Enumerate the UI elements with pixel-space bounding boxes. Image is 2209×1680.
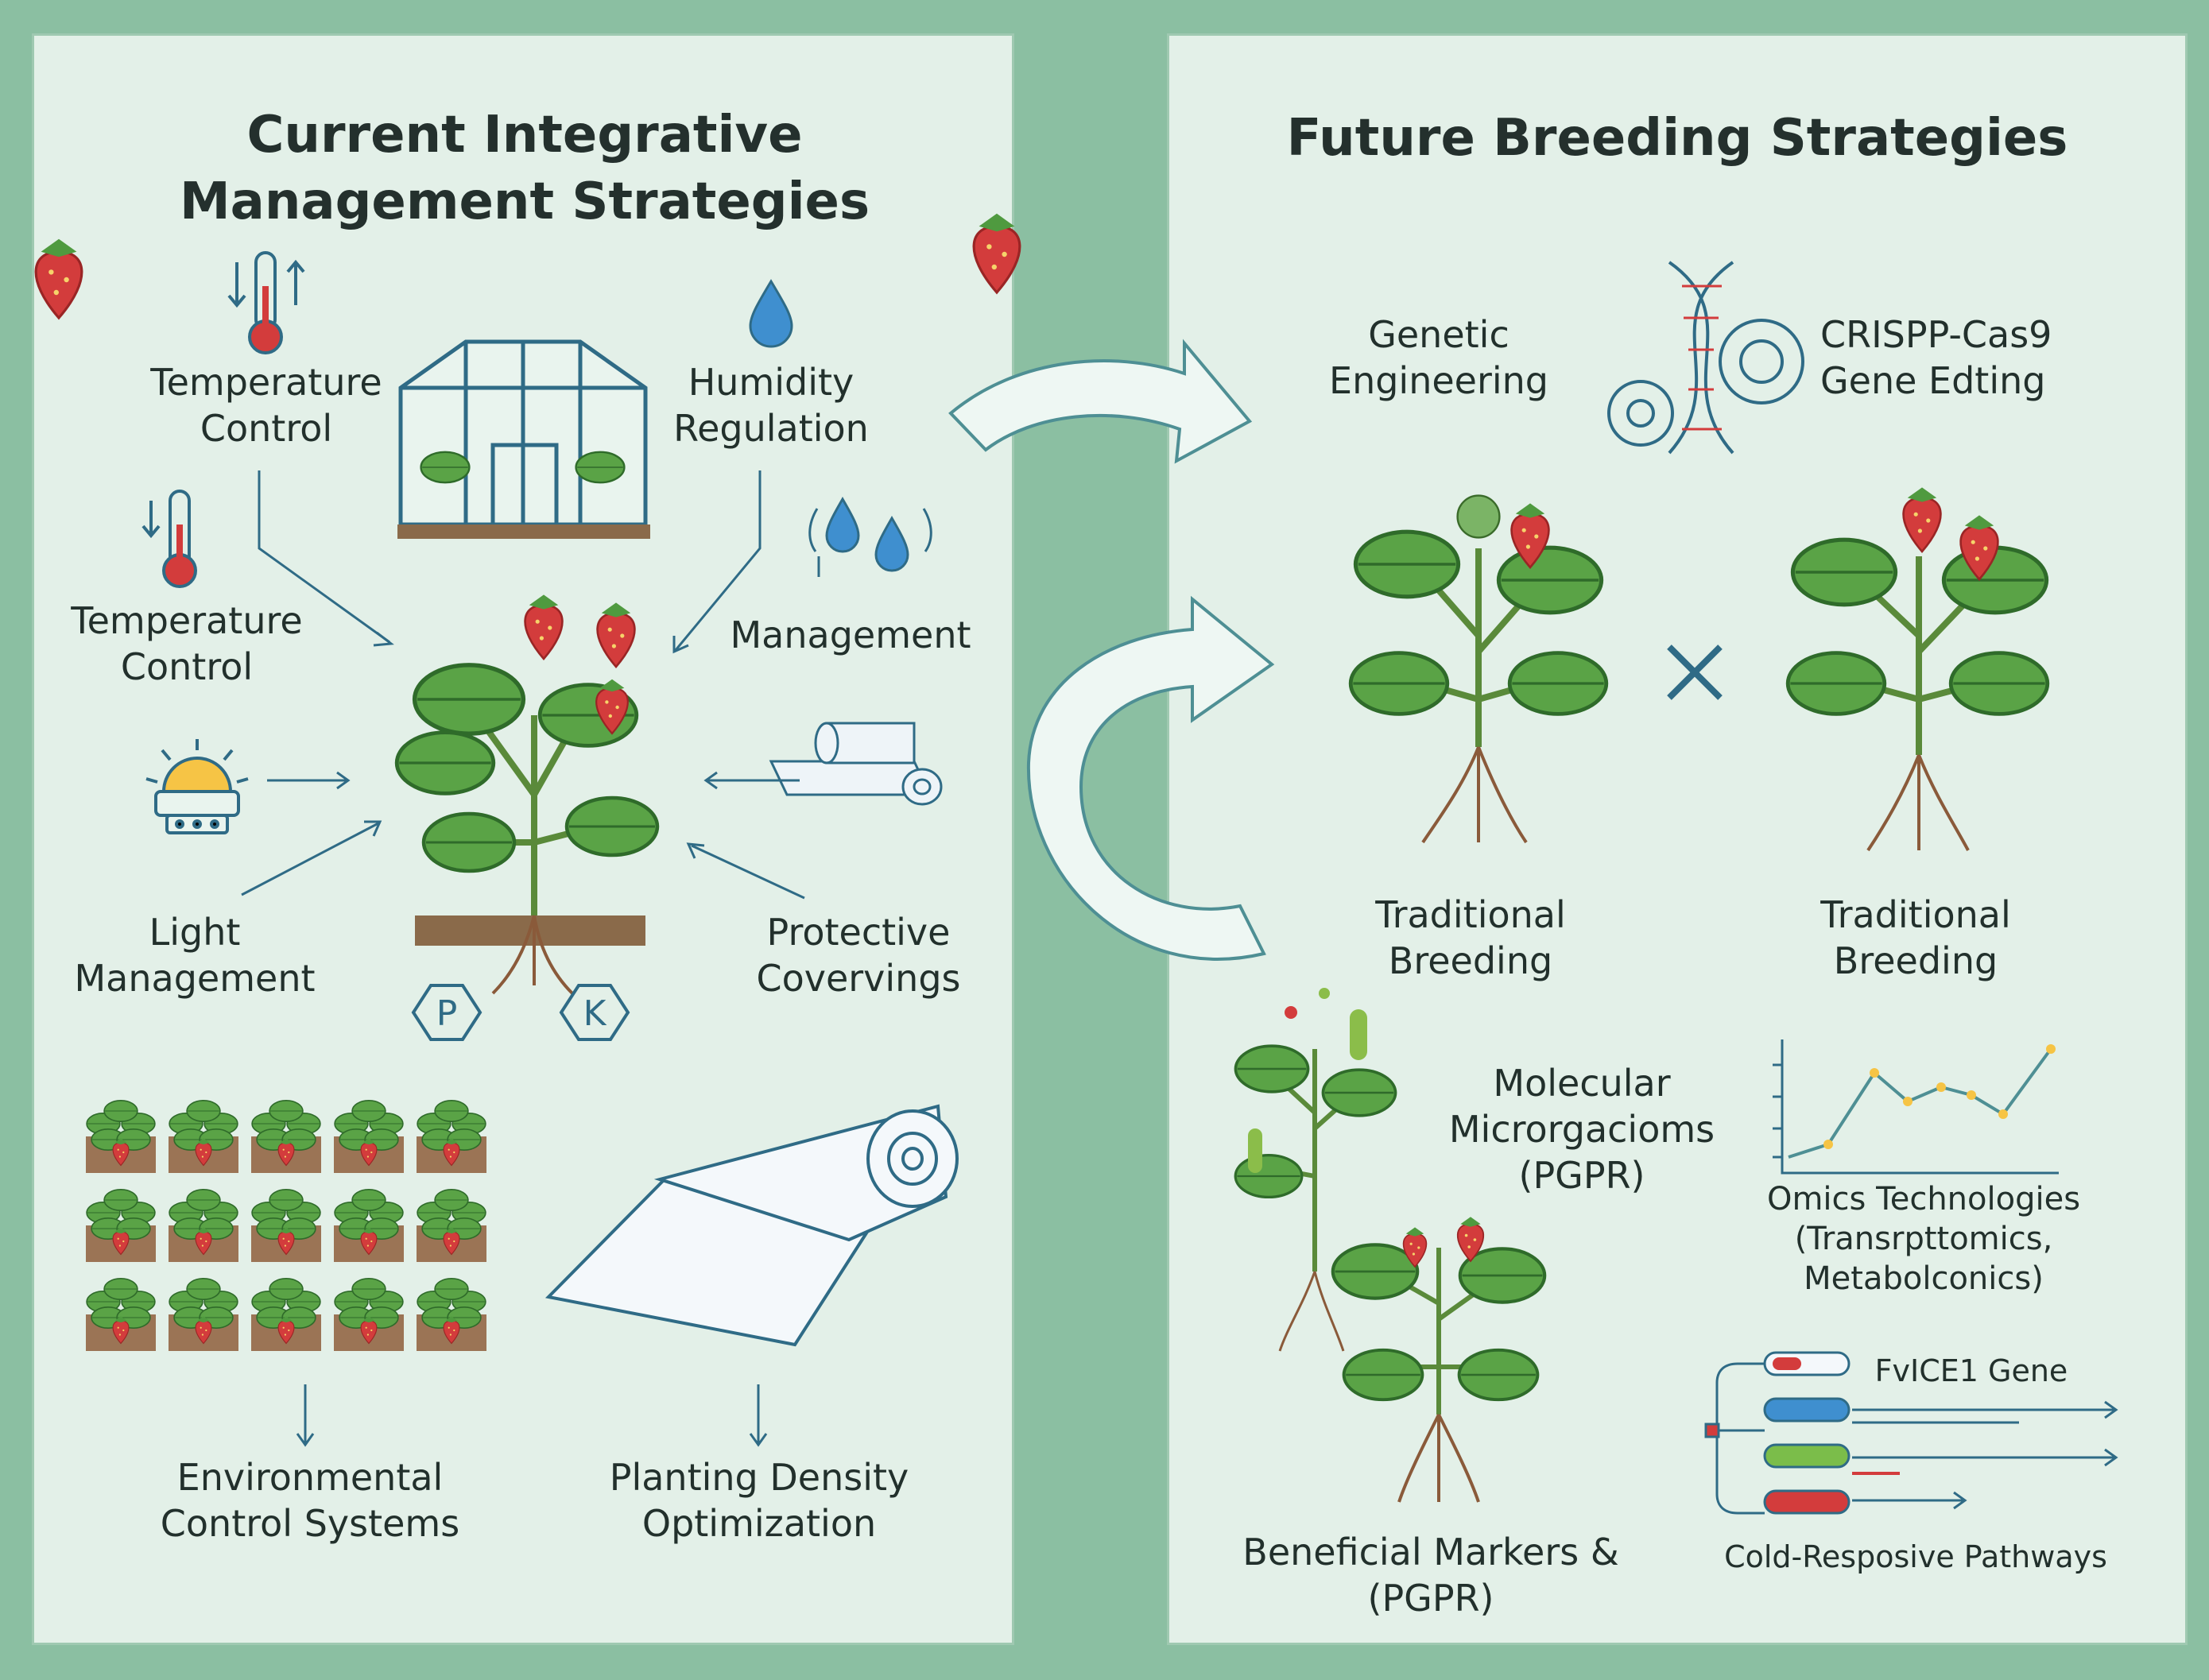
film-roll-icon	[544, 1104, 959, 1347]
cycle-arrow-icon	[1026, 595, 1275, 961]
label-line: Genetic	[1368, 313, 1509, 356]
label-line: Temperature	[150, 361, 382, 404]
label-line: Omics Technologies	[1766, 1181, 2081, 1217]
cross-icon	[1667, 645, 1723, 700]
label-line: Metabolconics)	[1804, 1260, 2044, 1297]
water-cycle-icon	[808, 497, 932, 577]
label-line: (PGPR)	[1518, 1154, 1645, 1197]
nutrient-k-text: K	[583, 993, 607, 1034]
current-strategies-title: Current Integrative Management Strategie…	[127, 102, 922, 235]
label-line: Beneficial Markers &	[1242, 1531, 1619, 1574]
parent-plant-right-icon	[1788, 486, 2048, 852]
label-line: (Transrpttomics,	[1794, 1221, 2053, 1257]
label-line: Management	[74, 957, 316, 1000]
label-line: Light	[149, 911, 241, 954]
label-line: Planting Density	[609, 1456, 909, 1499]
genetic-engineering-label: Genetic Engineering	[1320, 312, 1558, 404]
grid-plant-cell	[169, 1277, 238, 1351]
title-line-1: Current Integrative	[246, 106, 803, 165]
label-line: Control Systems	[160, 1502, 460, 1545]
planting-density-label: Planting Density Optimization	[588, 1454, 930, 1546]
grid-plant-cell	[334, 1188, 404, 1262]
grid-plant-cell	[251, 1188, 321, 1262]
temperature-control-label-b: Temperature Control	[56, 598, 318, 690]
beneficial-plant-icon	[1333, 1216, 1544, 1503]
fvice1-gene-label: FvICE1 Gene	[1874, 1353, 2068, 1388]
grid-plant-cell	[86, 1099, 156, 1173]
label-line: Control	[200, 407, 333, 450]
transition-arrow-icon	[948, 339, 1253, 464]
label-line: Microrgacioms	[1448, 1108, 1715, 1151]
beneficial-markers-label: Beneficial Markers & (PGPR)	[1224, 1529, 1637, 1621]
crispr-label: CRISPP-Cas9 Gene Edting	[1820, 312, 2091, 404]
management-label: Management	[730, 614, 971, 656]
label-line: Temperature	[71, 599, 303, 642]
molecular-microorganisms-label: Molecular Microrgacioms (PGPR)	[1431, 1060, 1733, 1198]
grid-plant-cell	[251, 1277, 321, 1351]
label-line: Regulation	[673, 407, 869, 450]
potassium-icon: K	[559, 984, 630, 1041]
parent-plant-left-icon	[1351, 494, 1606, 844]
connector-arrows	[241, 470, 805, 1447]
thermometer-icon	[141, 490, 197, 588]
microbe-plant-icon	[1234, 988, 1397, 1352]
future-strategies-title: Future Breeding Strategies	[1286, 109, 2068, 168]
strawberry-plant-icon	[397, 594, 657, 995]
omics-technologies-label: Omics Technologies (Transrpttomics, Meta…	[1749, 1179, 2099, 1299]
plant-grid-icon	[86, 1099, 486, 1351]
label-line: Traditional	[1820, 893, 2011, 936]
label-line: Engineering	[1329, 359, 1548, 402]
grid-plant-cell	[169, 1099, 238, 1173]
thermometer-icon	[227, 251, 305, 354]
grid-plant-cell	[334, 1099, 404, 1173]
greenhouse-icon	[397, 339, 650, 539]
humidity-regulation-label: Humidity Regulation	[652, 359, 890, 451]
grid-plant-cell	[334, 1277, 404, 1351]
nutrient-p-text: P	[436, 993, 458, 1034]
label-line: Humidity	[688, 361, 855, 404]
label-line: Control	[120, 645, 254, 688]
label-line: CRISPP-Cas9	[1820, 313, 2052, 356]
label-line: (PGPR)	[1367, 1577, 1494, 1620]
gene-pathway-icon	[1704, 1351, 2118, 1515]
future-strategies-panel	[1167, 33, 2188, 1645]
label-line: Breeding	[1833, 939, 1998, 982]
dna-gear-icon	[1607, 261, 1804, 455]
label-line: Gene Edting	[1820, 359, 2046, 402]
label-line: Optimization	[641, 1502, 877, 1545]
environmental-control-label: Environmental Control Systems	[135, 1454, 485, 1546]
grid-plant-cell	[169, 1188, 238, 1262]
traditional-breeding-right-label: Traditional Breeding	[1796, 892, 2035, 984]
phosphorus-icon: P	[411, 984, 482, 1041]
label-line: Environmental	[176, 1456, 444, 1499]
covering-roll-icon	[769, 722, 943, 806]
omics-graph-icon	[1773, 1039, 2059, 1175]
label-line: Protective	[766, 911, 951, 954]
label-line: Covervings	[756, 957, 961, 1000]
cold-responsive-label: Cold-Resposive Pathways	[1724, 1539, 2107, 1574]
label-line: Molecular	[1493, 1062, 1671, 1105]
grid-plant-cell	[417, 1277, 486, 1351]
water-drop-icon	[749, 279, 793, 348]
title-line-2: Management Strategies	[179, 172, 870, 231]
sun-lamp-icon	[145, 739, 249, 834]
grid-plant-cell	[417, 1188, 486, 1262]
temperature-control-label-a: Temperature Control	[135, 359, 397, 451]
strawberry-icon	[972, 212, 1021, 294]
label-line: Breeding	[1388, 939, 1553, 982]
strawberry-icon	[34, 238, 83, 319]
grid-plant-cell	[417, 1099, 486, 1173]
protective-coverings-label: Protective Covervings	[739, 909, 978, 1001]
grid-plant-cell	[251, 1099, 321, 1173]
grid-plant-cell	[86, 1188, 156, 1262]
label-line: Traditional	[1375, 893, 1566, 936]
light-management-label: Light Management	[68, 909, 322, 1001]
grid-plant-cell	[86, 1277, 156, 1351]
traditional-breeding-left-label: Traditional Breeding	[1351, 892, 1590, 984]
